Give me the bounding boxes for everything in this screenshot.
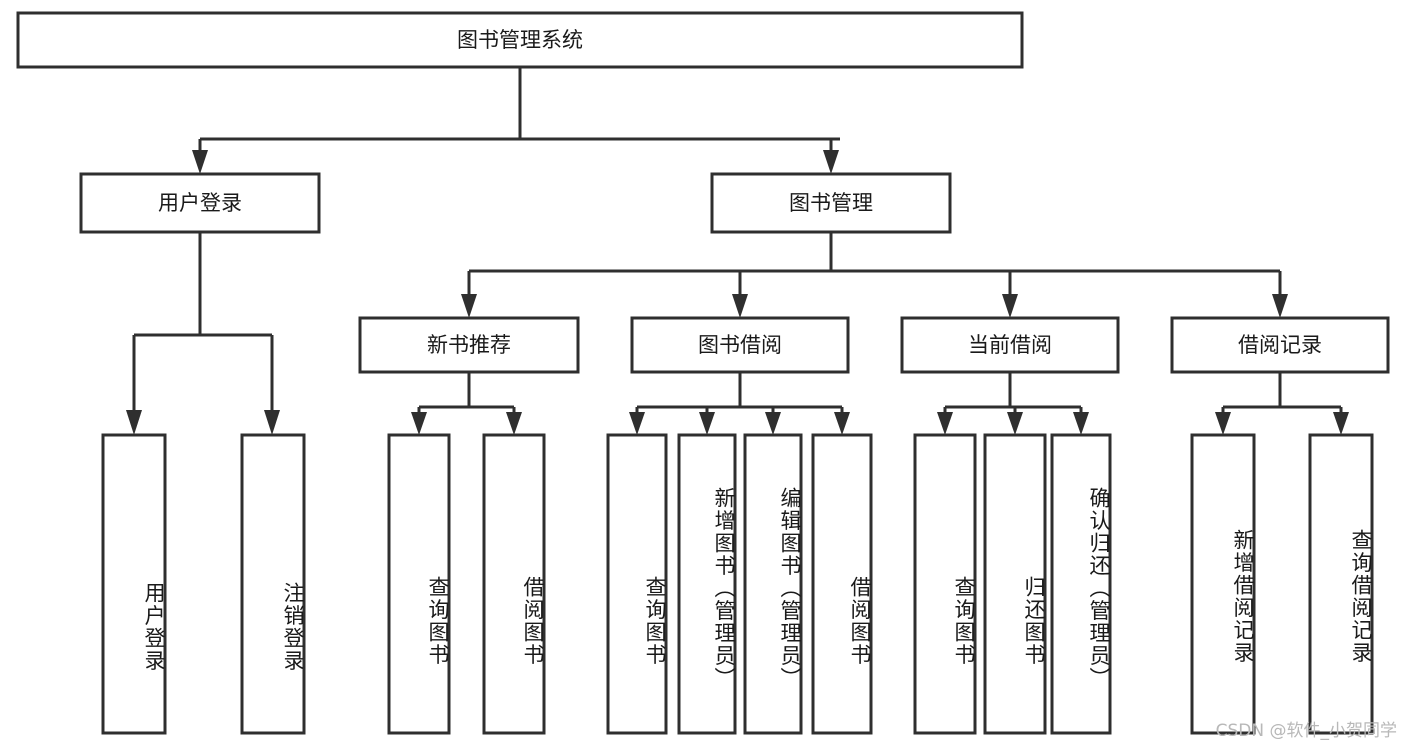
arrow-head-leaf-user-login [126, 410, 142, 435]
connector-new-book-recommend-to-leaves [411, 372, 522, 435]
node-book-borrow-box[interactable] [630, 316, 850, 374]
arrow-head-leaf-logout [264, 410, 280, 435]
node-book-manage-box[interactable] [710, 172, 952, 234]
node-new-book-recommend[interactable]: 新书推荐 [358, 316, 580, 374]
node-leaf-borrow-book-box[interactable] [811, 433, 873, 735]
arrow-head-current-borrow [1002, 294, 1018, 318]
node-user-login-label: 用户登录 [158, 191, 242, 215]
arrow-head-user-login [192, 150, 208, 174]
node-leaf-query-book-current-box[interactable] [913, 433, 977, 735]
node-leaf-query-borrow-record-box[interactable] [1308, 433, 1374, 735]
arrow-head-leaf-borrow-book-recommend [506, 412, 522, 435]
node-leaf-borrow-book-recommend-box[interactable] [482, 433, 546, 735]
arrow-head-leaf-add-book-admin [699, 412, 715, 435]
arrow-head-leaf-add-borrow-record [1215, 412, 1231, 435]
node-new-book-recommend-box[interactable] [358, 316, 580, 374]
arrow-head-leaf-query-book-recommend [411, 412, 427, 435]
node-book-manage-label: 图书管理 [789, 191, 873, 215]
node-current-borrow[interactable]: 当前借阅 [900, 316, 1120, 374]
arrow-head-new-book-recommend [461, 294, 477, 318]
node-current-borrow-label: 当前借阅 [968, 333, 1052, 357]
connector-borrow-record-to-leaves [1215, 372, 1349, 435]
node-user-login-box[interactable] [79, 172, 321, 234]
arrow-head-book-borrow [732, 294, 748, 318]
connector-book-manage-to-level3 [461, 232, 1288, 318]
node-leaf-confirm-return-admin-box[interactable] [1050, 433, 1112, 735]
arrow-head-leaf-edit-book-admin [765, 412, 781, 435]
connector-current-borrow-to-leaves [937, 372, 1089, 435]
connector-root-to-level2 [192, 67, 840, 174]
arrow-head-leaf-query-book-borrow [629, 412, 645, 435]
node-root[interactable]: 图书管理系统 [16, 11, 1024, 69]
node-current-borrow-box[interactable] [900, 316, 1120, 374]
arrow-head-leaf-borrow-book [834, 412, 850, 435]
arrow-head-leaf-query-book-current [937, 412, 953, 435]
node-root-box[interactable] [16, 11, 1024, 69]
node-book-borrow[interactable]: 图书借阅 [630, 316, 850, 374]
node-borrow-record-label: 借阅记录 [1238, 333, 1322, 357]
arrow-head-leaf-return-book [1007, 412, 1023, 435]
node-borrow-record[interactable]: 借阅记录 [1170, 316, 1390, 374]
node-root-label: 图书管理系统 [457, 28, 583, 52]
node-user-login[interactable]: 用户登录 [79, 172, 321, 234]
connector-user-login-to-leaves [126, 232, 280, 435]
node-leaf-query-book-recommend-box[interactable] [387, 433, 451, 735]
arrow-head-leaf-query-borrow-record [1333, 412, 1349, 435]
node-leaf-logout-box[interactable] [240, 433, 306, 735]
node-book-borrow-label: 图书借阅 [698, 333, 782, 357]
node-borrow-record-box[interactable] [1170, 316, 1390, 374]
node-leaf-add-book-admin-box[interactable] [677, 433, 737, 735]
node-book-manage[interactable]: 图书管理 [710, 172, 952, 234]
node-leaf-user-login-box[interactable] [101, 433, 167, 735]
node-leaf-edit-book-admin-box[interactable] [743, 433, 803, 735]
node-leaf-add-borrow-record-box[interactable] [1190, 433, 1256, 735]
arrow-head-book-manage [823, 150, 839, 174]
arrow-head-leaf-confirm-return-admin [1073, 412, 1089, 435]
connector-book-borrow-to-leaves [629, 372, 850, 435]
node-leaf-query-book-borrow-box[interactable] [606, 433, 668, 735]
csdn-watermark: CSDN @软件_小贺同学 [1215, 721, 1397, 741]
arrow-head-borrow-record [1272, 294, 1288, 318]
node-leaf-return-book-box[interactable] [983, 433, 1047, 735]
leaf-boxes [101, 433, 1374, 735]
node-new-book-recommend-label: 新书推荐 [427, 333, 511, 357]
